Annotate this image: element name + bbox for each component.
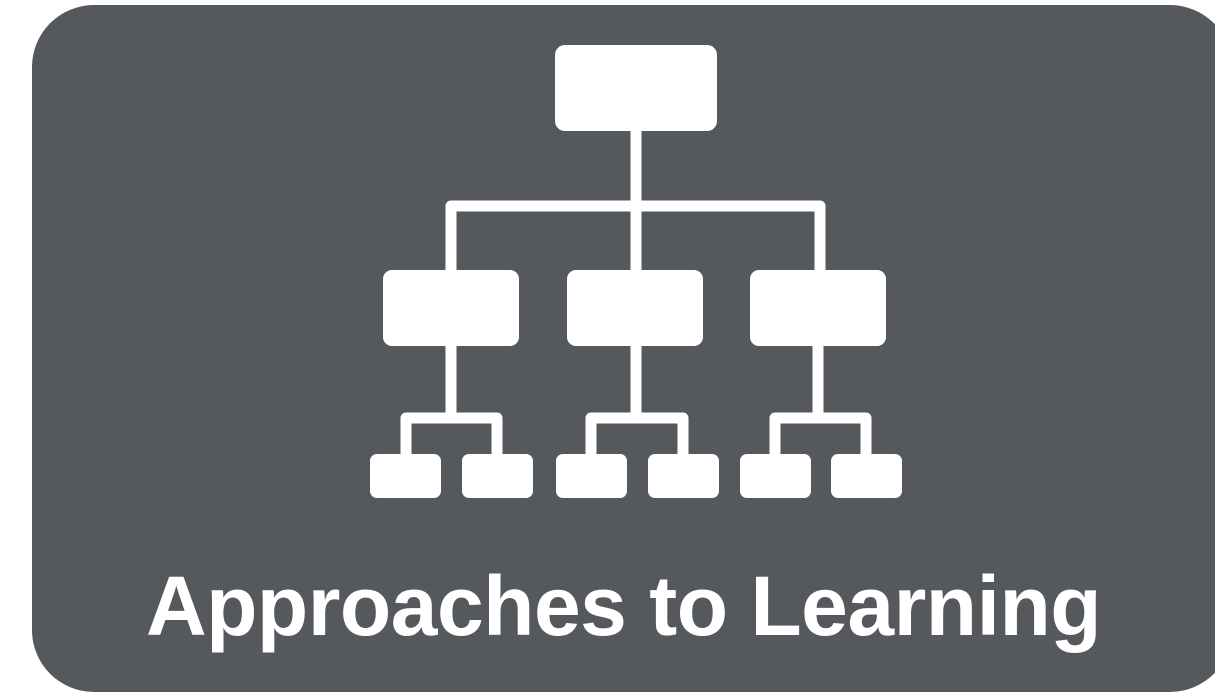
leaf-node-3 bbox=[556, 454, 627, 498]
center-branch-connector bbox=[585, 346, 689, 454]
root-connector bbox=[445, 131, 826, 270]
level2-node-left bbox=[383, 270, 519, 346]
right-branch-connector bbox=[769, 346, 872, 454]
leaf-node-2 bbox=[462, 454, 533, 498]
left-branch-connector bbox=[400, 346, 503, 454]
leaf-node-6 bbox=[831, 454, 902, 498]
card-title: Approaches to Learning bbox=[145, 559, 1102, 653]
leaf-node-4 bbox=[648, 454, 719, 498]
root-node bbox=[555, 45, 717, 131]
leaf-node-1 bbox=[370, 454, 441, 498]
leaf-node-5 bbox=[740, 454, 811, 498]
level2-node-center bbox=[567, 270, 703, 346]
level2-node-right bbox=[750, 270, 886, 346]
